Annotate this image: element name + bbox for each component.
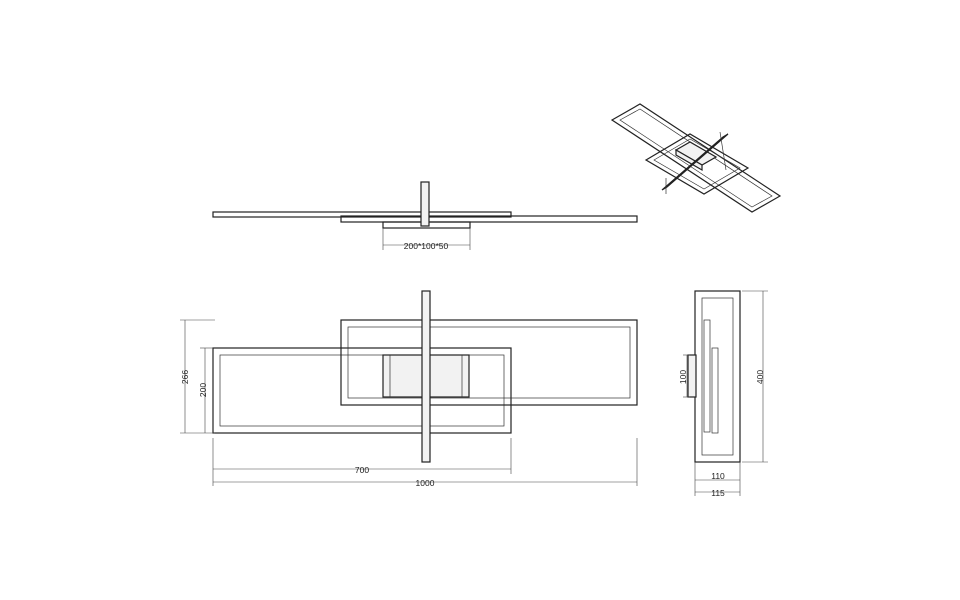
side-view: 100 400 110 115 bbox=[678, 290, 768, 498]
side-height-label: 400 bbox=[755, 370, 765, 384]
frame-height-label: 266 bbox=[180, 370, 190, 384]
elevation-view: 200*100*50 bbox=[212, 181, 638, 251]
total-width-label: 1000 bbox=[416, 478, 435, 488]
side-width-outer-label: 115 bbox=[711, 488, 725, 498]
base-depth-label: 100 bbox=[678, 370, 688, 384]
plan-view: 700 1000 266 200 bbox=[180, 290, 638, 488]
base-dimension-label: 200*100*50 bbox=[404, 241, 449, 251]
side-width-inner-label: 110 bbox=[711, 471, 725, 481]
inner-height-label: 200 bbox=[198, 383, 208, 397]
inner-width-label: 700 bbox=[355, 465, 369, 475]
isometric-view bbox=[610, 103, 782, 213]
